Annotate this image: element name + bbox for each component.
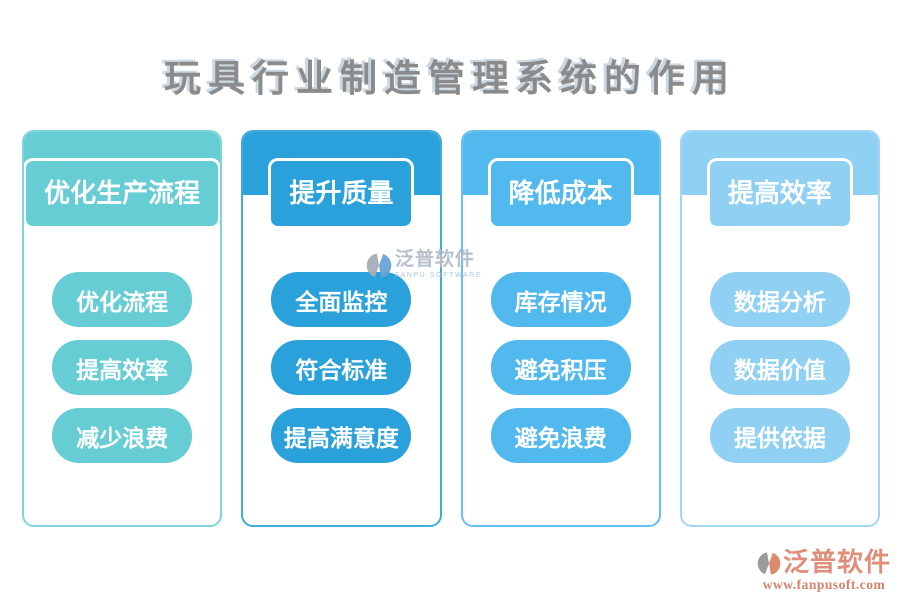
column-header-label: 优化生产流程: [44, 179, 201, 208]
center-watermark: 泛普软件 FANPU SOFTWARE: [366, 250, 482, 281]
column-header-label: 降低成本: [508, 179, 613, 208]
item-label: 库存情况: [514, 289, 607, 315]
column-items: 优化流程 提高效率 减少浪费: [24, 272, 220, 463]
column-header: 降低成本: [487, 158, 634, 229]
column-items: 全面监控 符合标准 提高满意度: [243, 272, 439, 463]
column-items: 库存情况 避免积压 避免浪费: [463, 272, 659, 463]
item-pill: 避免浪费: [490, 408, 631, 463]
item-label: 提高效率: [76, 357, 169, 383]
item-label: 提高满意度: [283, 425, 399, 451]
column-header: 优化生产流程: [24, 158, 221, 229]
footer-brand: 泛普软件: [782, 548, 891, 577]
watermark-brand: 泛普软件: [395, 249, 476, 270]
item-label: 避免积压: [514, 357, 607, 383]
item-pill: 数据分析: [709, 272, 850, 327]
column-card-improve-quality: 提升质量 全面监控 符合标准 提高满意度: [241, 130, 442, 527]
column-card-optimize-production: 优化生产流程 优化流程 提高效率 减少浪费: [22, 130, 223, 527]
item-pill: 数据价值: [709, 340, 850, 395]
fanpu-logo-icon: [757, 551, 781, 575]
item-label: 数据分析: [733, 289, 826, 315]
item-pill: 避免积压: [490, 340, 631, 395]
item-label: 提供依据: [733, 425, 826, 451]
item-pill: 符合标准: [271, 340, 412, 395]
column-card-improve-efficiency: 提高效率 数据分析 数据价值 提供依据: [679, 130, 880, 527]
column-header: 提高效率: [706, 158, 853, 229]
item-pill: 全面监控: [271, 272, 412, 327]
item-label: 优化流程: [76, 289, 169, 315]
item-pill: 提高效率: [52, 340, 193, 395]
item-pill: 提高满意度: [271, 408, 412, 463]
item-label: 避免浪费: [514, 425, 607, 451]
item-pill: 提供依据: [709, 408, 850, 463]
column-items: 数据分析 数据价值 提供依据: [682, 272, 878, 463]
item-label: 数据价值: [733, 357, 826, 383]
item-pill: 减少浪费: [52, 408, 193, 463]
watermark-subtitle: FANPU SOFTWARE: [395, 272, 483, 279]
item-label: 减少浪费: [76, 425, 169, 451]
column-header-label: 提高效率: [727, 179, 832, 208]
column-card-reduce-cost: 降低成本 库存情况 避免积压 避免浪费: [460, 130, 661, 527]
page-title: 玩具行业制造管理系统的作用: [164, 59, 736, 100]
fanpu-logo-icon: [366, 253, 392, 278]
item-pill: 优化流程: [52, 272, 193, 327]
footer-watermark: 泛普软件 www.fanpusoft.com: [757, 550, 891, 593]
item-label: 全面监控: [295, 289, 388, 315]
footer-url: www.fanpusoft.com: [762, 577, 886, 592]
item-label: 符合标准: [295, 357, 388, 383]
column-header-label: 提升质量: [289, 179, 394, 208]
columns-row: 优化生产流程 优化流程 提高效率 减少浪费 提升质量 全面监控 符合标准 提高满…: [22, 130, 880, 527]
column-header: 提升质量: [268, 158, 415, 229]
item-pill: 库存情况: [490, 272, 631, 327]
